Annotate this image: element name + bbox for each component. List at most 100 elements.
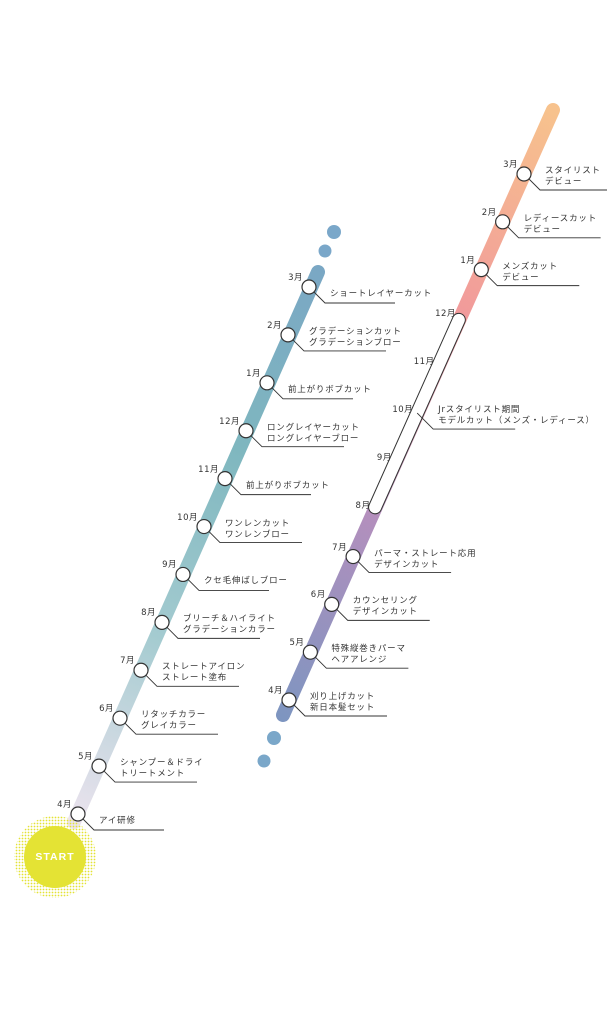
right-month-3: 7月 (332, 542, 348, 553)
left-desc-line-4-1: グラデーションカラー (183, 625, 276, 636)
right-desc-2: カウンセリングデザインカット (353, 596, 418, 618)
right-desc-line-3-0: パーマ・ストレート応用 (374, 548, 477, 559)
left-month-1: 5月 (78, 752, 93, 763)
right-desc-9: メンズカットデビュー (502, 262, 558, 284)
left-desc-line-2-0: リタッチカラー (141, 710, 207, 721)
left-month-3: 7月 (120, 656, 135, 667)
left-month-4: 8月 (141, 608, 156, 619)
track-dot-2 (327, 225, 341, 239)
left-month-0: 4月 (57, 800, 72, 810)
left-node-5 (175, 566, 191, 583)
start-circle (24, 826, 86, 888)
left-desc-line-5-0: クセ毛伸ばしブロー (204, 576, 288, 587)
left-desc-line-10-0: グラデーションカット (309, 326, 402, 337)
right-node-3 (345, 548, 361, 565)
right-desc-0: 刈り上げカット新日本髪セット (310, 692, 375, 714)
left-desc-0: アイ研修 (99, 816, 136, 827)
left-desc-2: リタッチカラーグレイカラー (141, 710, 206, 732)
left-desc-line-8-1: ロングレイヤーブロー (267, 433, 360, 444)
right-node-10 (495, 214, 511, 230)
left-node-9 (259, 375, 275, 391)
left-desc-line-1-1: トリートメント (120, 769, 186, 780)
right-desc-line-2-1: デザインカット (352, 607, 418, 618)
right-month-10: 2月 (481, 207, 497, 218)
right-node-2 (324, 596, 340, 612)
left-node-4 (154, 614, 170, 630)
left-month-2: 6月 (99, 704, 114, 715)
left-desc-9: 前上がりボブカット (288, 385, 372, 396)
right-desc-line-10-1: デビュー (523, 224, 561, 235)
left-node-0 (70, 806, 86, 822)
left-node-1 (91, 758, 107, 774)
left-desc-line-7-0: 前上がりボブカット (246, 480, 330, 491)
right-node-9 (473, 262, 489, 278)
right-node-0 (281, 692, 297, 708)
right-desc-line-0-1: 新日本髪セット (310, 703, 376, 713)
left-month-11: 3月 (288, 273, 303, 283)
right-month-6: 10月 (392, 405, 414, 416)
right-desc-line-9-1: デビュー (502, 272, 540, 283)
right-month-0: 4月 (268, 686, 283, 696)
right-desc-line-1-0: 特殊縦巻きパーマ (331, 644, 406, 655)
left-node-2 (112, 710, 128, 726)
left-desc-6: ワンレンカットワンレンブロー (225, 519, 290, 541)
left-node-8 (238, 423, 254, 439)
right-month-4: 8月 (355, 500, 371, 511)
right-desc-1: 特殊縦巻きパーマヘアアレンジ (331, 644, 405, 666)
right-desc-line-3-1: デザインカット (374, 559, 440, 570)
left-desc-1: シャンプー＆ドライトリートメント (120, 758, 203, 780)
left-desc-line-0-0: アイ研修 (99, 816, 136, 826)
right-desc-3: パーマ・ストレート応用デザインカット (374, 549, 476, 571)
left-month-7: 11月 (198, 464, 219, 475)
left-desc-line-2-1: グレイカラー (141, 721, 197, 732)
left-desc-line-11-0: ショートレイヤーカット (330, 289, 433, 299)
right-node-1 (302, 644, 318, 660)
left-desc-7: 前上がりボブカット (246, 481, 330, 492)
start-label: START (35, 851, 75, 863)
left-desc-10: グラデーションカットグラデーションブロー (309, 327, 402, 349)
right-desc-6: Jrスタイリスト期間モデルカット（メンズ・レディース） (438, 405, 595, 427)
left-node-11 (301, 279, 317, 295)
left-desc-4: ブリーチ＆ハイライトグラデーションカラー (183, 614, 276, 636)
right-desc-line-10-0: レディースカット (523, 213, 598, 224)
right-desc-line-11-0: スタイリスト (545, 166, 601, 176)
right-month-7: 11月 (413, 357, 435, 368)
right-month-9: 1月 (460, 255, 476, 266)
right-desc-10: レディースカットデビュー (524, 214, 597, 236)
right-node-11 (516, 166, 532, 182)
left-desc-line-10-1: グラデーションブロー (309, 337, 402, 348)
left-node-3 (133, 662, 149, 678)
right-month-2: 6月 (310, 590, 326, 601)
right-desc-line-0-0: 刈り上げカット (310, 692, 376, 702)
right-desc-line-2-0: カウンセリング (352, 596, 418, 607)
right-month-1: 5月 (289, 638, 305, 649)
left-month-8: 12月 (219, 416, 240, 427)
left-desc-3: ストレートアイロンストレート塗布 (162, 662, 245, 684)
left-desc-line-3-0: ストレートアイロン (162, 662, 246, 673)
left-desc-line-8-0: ロングレイヤーカット (267, 422, 360, 433)
left-desc-line-6-0: ワンレンカット (225, 518, 291, 529)
right-month-8: 12月 (435, 309, 456, 320)
right-month-5: 9月 (376, 452, 392, 463)
left-month-9: 1月 (246, 368, 261, 379)
left-desc-line-1-0: シャンプー＆ドライ (120, 758, 204, 769)
left-desc-line-6-1: ワンレンブロー (225, 529, 290, 540)
left-desc-line-4-0: ブリーチ＆ハイライト (183, 614, 276, 625)
right-month-11: 3月 (503, 160, 518, 170)
left-track-bar (67, 265, 325, 829)
track-dot-4 (257, 754, 271, 768)
left-desc-8: ロングレイヤーカットロングレイヤーブロー (267, 423, 360, 445)
left-desc-line-9-0: 前上がりボブカット (288, 384, 372, 395)
right-desc-line-6-0: Jrスタイリスト期間 (438, 405, 521, 416)
right-desc-line-9-0: メンズカット (502, 261, 558, 272)
left-month-10: 2月 (267, 320, 282, 331)
right-leader-6 (416, 412, 516, 430)
right-desc-line-11-1: デビュー (545, 177, 583, 187)
left-node-6 (196, 518, 212, 535)
left-month-5: 9月 (162, 560, 177, 571)
junior-period-capsule (369, 313, 465, 514)
track-dot-1 (318, 244, 332, 258)
left-desc-5: クセ毛伸ばしブロー (204, 576, 288, 587)
